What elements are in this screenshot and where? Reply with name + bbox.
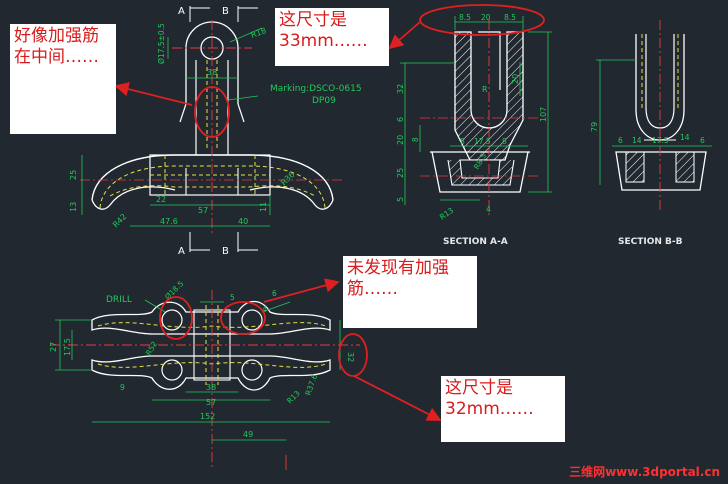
dim-aa-h5: 5 — [396, 197, 405, 202]
dim-bb-c6: 6 — [618, 136, 623, 145]
note-dim-33mm-line2: 33mm…… — [279, 31, 368, 51]
dim-aa-r13: R13 — [438, 206, 455, 222]
dim-aa-r: R — [482, 85, 488, 94]
dim-pv-w9: 9 — [120, 383, 125, 392]
mark-ellipse-top-dims — [419, 4, 545, 36]
dim-aa-85: 8.5 — [459, 13, 471, 22]
dim-pv-w5: 5 — [230, 293, 235, 302]
dim-bb-h79: 79 — [590, 122, 599, 132]
dim-aa-h8: 8 — [411, 137, 420, 142]
dim-pv-w4: 4 — [262, 305, 267, 314]
dim-pv-w38: 38 — [206, 383, 216, 392]
dim-pv-h27: 27 — [49, 342, 58, 352]
dim-aa-85b: 8.5 — [504, 13, 516, 22]
section-mark-a-bottom: A — [178, 246, 185, 257]
mark-ellipse-rib-front — [194, 86, 230, 138]
dim-aa-b8: 8 — [460, 137, 465, 146]
dim-pv-r376: R37.6 — [303, 373, 319, 397]
dim-pv-w152: 152 — [200, 412, 215, 421]
dim-r36: R36 — [279, 170, 297, 188]
note-rib-middle-line1: 好像加强筋 — [14, 26, 99, 46]
dim-d175: Ø17.5±0.5 — [157, 23, 166, 64]
section-aa-title: SECTION A-A — [443, 237, 508, 247]
dim-h11: 11 — [259, 202, 268, 212]
section-bb-title: SECTION B-B — [618, 237, 683, 247]
note-dim-32mm-line1: 这尺寸是 — [445, 378, 513, 398]
mark-ellipse-plan-left — [159, 296, 193, 340]
marking-line2: DP09 — [312, 96, 336, 106]
dim-aa-h6: 6 — [396, 117, 405, 122]
dim-w40: 40 — [238, 217, 248, 226]
note-rib-middle: 好像加强筋 在中间…… — [10, 24, 116, 134]
watermark: 三维网www.3dportal.cn — [569, 465, 720, 479]
mark-ellipse-plan-right — [220, 301, 266, 335]
dim-aa-20: 20 — [481, 13, 491, 22]
dim-w22: 22 — [156, 195, 166, 204]
section-mark-b-bottom: B — [222, 246, 229, 257]
dim-aa-h20: 20 — [396, 135, 405, 145]
dim-pv-h175: 17.5 — [63, 338, 72, 356]
plan-view: DRILL Ø18.5 5 6 4 27 17.5 R52 9 38 57 15… — [49, 279, 360, 470]
marking-line1: Marking:DSCO-0615 — [270, 84, 362, 94]
note-dim-33mm: 这尺寸是 33mm…… — [275, 8, 389, 66]
drill-label: DRILL — [106, 295, 132, 305]
note-dim-32mm: 这尺寸是 32mm…… — [441, 376, 565, 442]
dim-pv-w6: 6 — [272, 289, 277, 298]
dim-aa-h107: 107 — [539, 107, 548, 122]
dim-bb-c175: 17.5 — [652, 136, 669, 145]
dim-w476: 47.6 — [160, 217, 178, 226]
dim-aa-h4: 4 — [486, 205, 491, 214]
note-no-rib: 未发现有加强 筋…… — [343, 256, 477, 328]
mark-ellipse-plan-dim — [338, 333, 368, 377]
dim-bb-c14: 14 — [632, 136, 642, 145]
note-no-rib-line1: 未发现有加强 — [347, 258, 449, 278]
dim-h13: 13 — [69, 202, 78, 212]
section-mark-b-top: B — [222, 6, 229, 17]
review-marks — [114, 4, 545, 421]
note-dim-32mm-line2: 32mm…… — [445, 399, 534, 419]
dim-pv-w57: 57 — [206, 398, 216, 407]
dim-w38: 38 — [207, 68, 217, 77]
section-bb: 79 6 14 17.5 14 6 SECTION B-B — [590, 20, 712, 247]
dim-r42: R42 — [111, 212, 129, 230]
section-aa: 8.5 20 8.5 32 6 20 25 5 107 R 20 8 17.5 … — [396, 13, 552, 247]
dim-bb-c6b: 6 — [700, 136, 705, 145]
note-dim-33mm-line1: 这尺寸是 — [279, 10, 347, 30]
dim-pv-h32: 32 — [346, 352, 355, 362]
dim-r18: R18 — [250, 26, 268, 40]
dim-aa-h32: 32 — [396, 84, 405, 94]
dim-w57: 57 — [198, 206, 208, 215]
note-rib-middle-line2: 在中间…… — [14, 47, 99, 67]
dim-pv-r52: R52 — [144, 340, 159, 357]
dim-aa-b175: 17.5 — [474, 137, 491, 146]
dim-h25: 25 — [69, 170, 78, 180]
note-no-rib-line2: 筋…… — [347, 279, 398, 299]
dim-aa-b8b: 8 — [502, 137, 507, 146]
dim-pv-r13: R13 — [285, 388, 302, 405]
dim-bb-c14b: 14 — [680, 133, 690, 142]
dim-pv-w49: 49 — [243, 430, 253, 439]
section-mark-a-top: A — [178, 6, 185, 17]
dim-aa-w20: 20 — [511, 74, 520, 84]
dim-aa-h25: 25 — [396, 168, 405, 178]
